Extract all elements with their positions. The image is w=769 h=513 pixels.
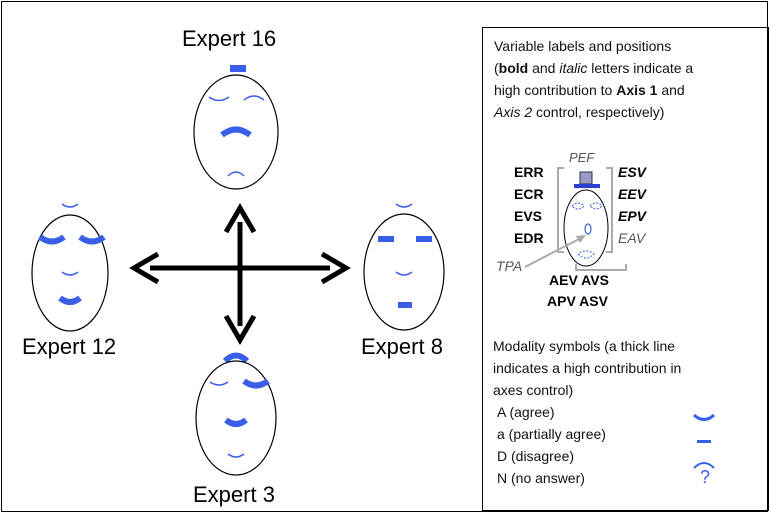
tpa-pointer-head: [576, 235, 586, 243]
code-left-3: EVS: [514, 208, 543, 224]
code-right-3: EPV: [618, 208, 647, 224]
disagree-mark-thick: [220, 126, 252, 138]
expert-16-label: Expert 16: [182, 26, 277, 51]
tpa-pointer-line: [524, 236, 584, 268]
code-top: PEF: [569, 150, 595, 165]
left-bracket: [557, 167, 564, 253]
code-left-4: EDR: [514, 230, 544, 246]
legend-title-text: control, respectively): [532, 104, 665, 120]
legend-axis1-label: Axis 1: [616, 82, 658, 98]
legend-title-text: high contribution to: [494, 82, 617, 98]
question-icon: ?: [700, 467, 711, 487]
arrow-head-down: [223, 314, 257, 345]
agree-mark: [395, 203, 413, 208]
legend-modality-symbols: [692, 413, 716, 469]
legend-title-text: letters indicate a: [587, 60, 694, 76]
mini-right-eye: [589, 202, 603, 210]
arrow-heads: [129, 203, 351, 345]
agree-mark-thick: [224, 417, 248, 427]
hat-brim: [574, 184, 600, 188]
agree-mark: [208, 96, 230, 102]
mini-nose: [584, 223, 592, 235]
modality-agree-label: A (agree): [497, 404, 555, 420]
code-left-2: ECR: [514, 186, 544, 202]
modality-disagree-label: D (disagree): [497, 448, 575, 464]
partially-agree-mark: [230, 65, 246, 72]
disagree-mark: [227, 171, 245, 177]
disagree-mark-thick: [222, 352, 250, 364]
agree-mark-thick: [242, 378, 270, 389]
face-expert-12: [31, 203, 109, 332]
partially-agree-mark: [378, 236, 394, 242]
right-bracket: [606, 167, 613, 253]
partially-agree-mark: [416, 236, 432, 242]
modality-line-3: axes control): [493, 382, 574, 398]
agree-mark: [395, 271, 413, 276]
mini-mouth: [577, 250, 595, 259]
legend-mini-face: [524, 167, 627, 271]
code-bottom-row-1: AEV AVS: [549, 272, 609, 288]
code-right-4: EAV: [618, 230, 646, 246]
agree-mark-thick: [58, 295, 82, 305]
legend-italic-word: italic: [559, 60, 588, 76]
legend-title-line-2: (bold and italic letters indicate a: [494, 60, 694, 76]
legend-title-line-1: Variable labels and positions: [494, 38, 672, 54]
code-right-2: EEV: [618, 186, 647, 202]
modality-line-1: Modality symbols (a thick line: [493, 338, 676, 354]
disagree-symbol: [693, 462, 715, 469]
legend-axis2-label: Axis 2: [494, 104, 533, 120]
face-outline: [363, 213, 445, 331]
legend-title-line-3: high contribution to Axis 1 and: [494, 80, 685, 100]
axis-arrows: [150, 222, 330, 326]
agree-mark: [61, 203, 79, 208]
code-bottom-row-2: APV ASV: [547, 293, 608, 309]
agree-mark: [209, 381, 229, 386]
code-side: TPA: [496, 258, 523, 274]
legend-title-line-4: Axis 2 control, respectively): [494, 102, 664, 122]
face-outline: [195, 360, 277, 476]
face-expert-16: [193, 65, 279, 190]
face-expert-3: [195, 352, 277, 476]
agree-mark: [61, 271, 79, 276]
face-expert-8: [363, 203, 445, 331]
code-right-1: ESV: [618, 164, 647, 180]
arrow-head-right: [320, 251, 351, 285]
mini-face-outline: [563, 189, 609, 267]
bottom-bracket: [575, 264, 627, 271]
expert-8-label: Expert 8: [361, 334, 443, 359]
arrow-head-up: [223, 203, 257, 234]
legend-bold-word: bold: [498, 60, 529, 76]
partially-agree-mark: [398, 302, 412, 308]
agree-symbol: [692, 413, 716, 421]
arrow-head-left: [129, 251, 160, 285]
legend-title-text: and: [528, 60, 560, 76]
face-outline: [31, 214, 109, 332]
agree-mark-thick: [38, 234, 66, 245]
partially-agree-symbol: [697, 440, 711, 443]
modality-partially-agree-label: a (partially agree): [497, 426, 606, 442]
expert-3-label: Expert 3: [193, 482, 275, 507]
legend-title-text: and: [657, 82, 685, 98]
mini-left-eye: [571, 202, 585, 210]
expert-12-label: Expert 12: [22, 334, 117, 359]
agree-mark-thick: [78, 234, 106, 245]
agree-mark: [227, 453, 245, 458]
modality-line-2: indicates a high contribution in: [493, 360, 682, 376]
code-left-1: ERR: [514, 164, 544, 180]
modality-no-answer-label: N (no answer): [497, 470, 585, 486]
disagree-mark: [243, 95, 265, 101]
